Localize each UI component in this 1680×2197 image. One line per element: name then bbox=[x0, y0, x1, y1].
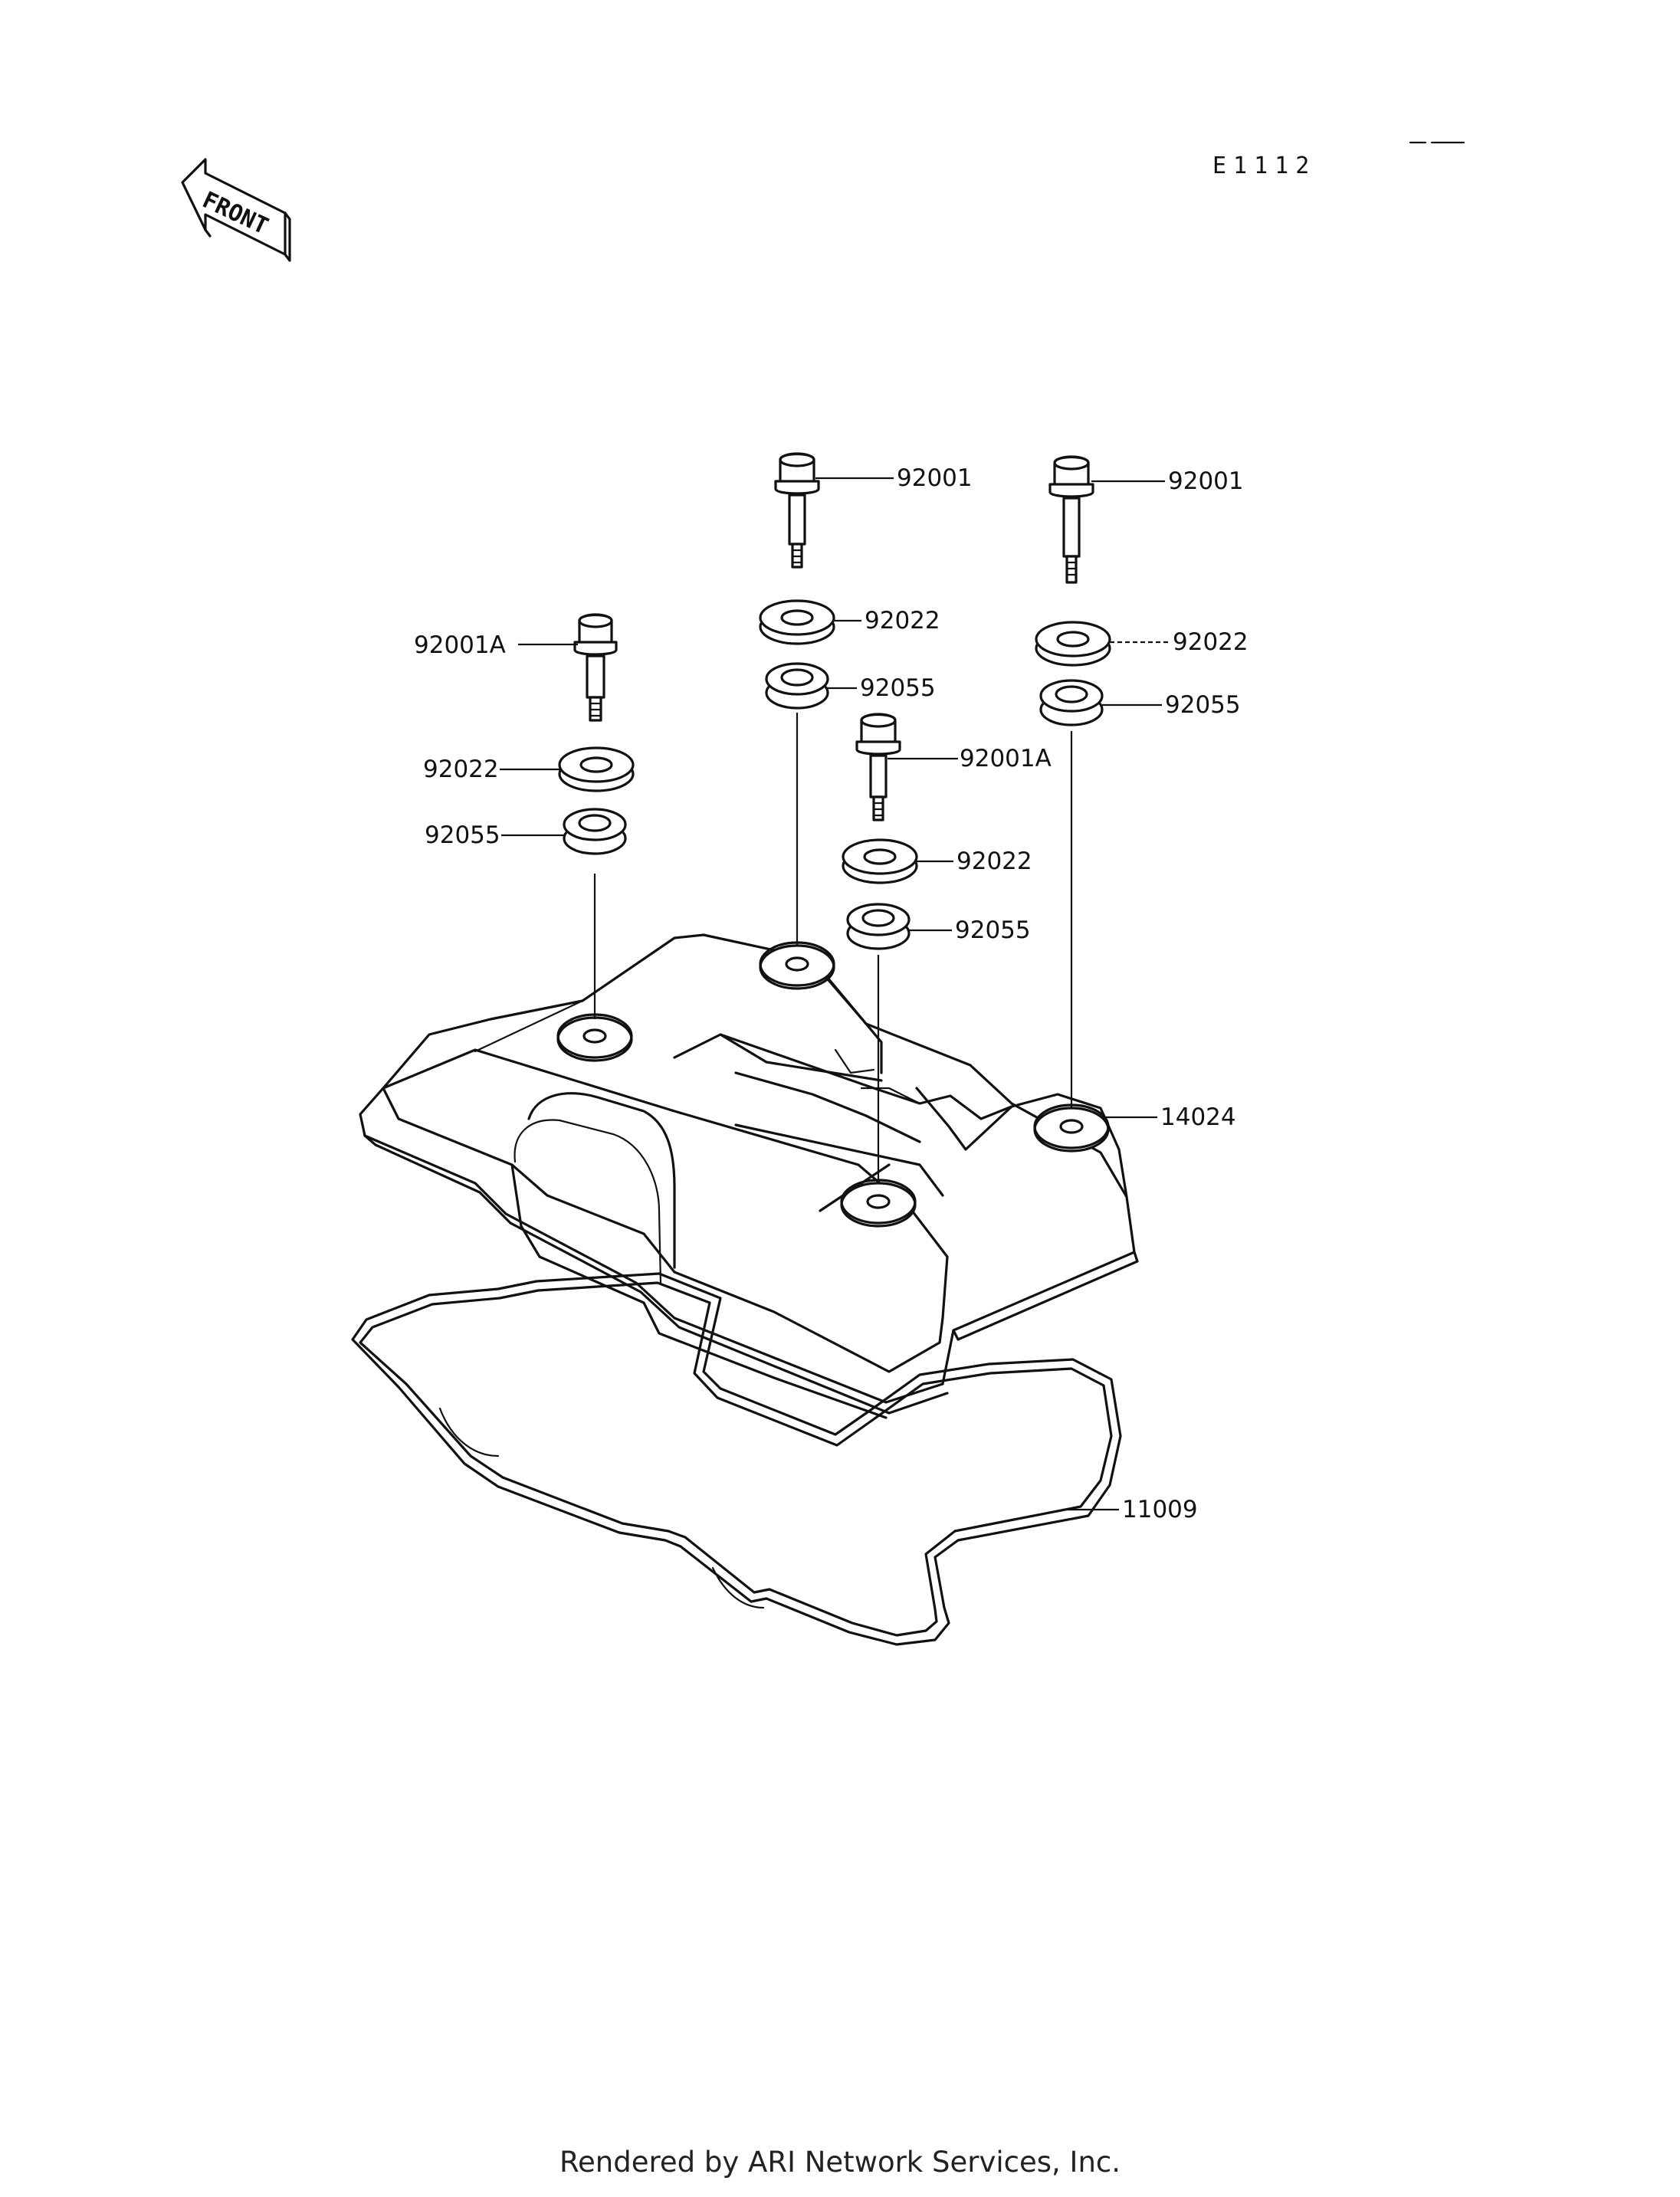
washer-icon bbox=[1035, 621, 1111, 667]
washer-icon bbox=[759, 599, 835, 645]
label-washer-rear-center: 92022 bbox=[865, 607, 940, 635]
footer-credit: Rendered by ARI Network Services, Inc. bbox=[559, 2146, 1121, 2179]
stack-right bbox=[1035, 455, 1111, 726]
label-grommet-rear-left: 92055 bbox=[425, 821, 500, 849]
alignment-lines bbox=[593, 713, 1073, 1183]
cover-hole-rear-left bbox=[556, 1013, 633, 1062]
cover-hole-right bbox=[1033, 1103, 1110, 1153]
grommet-icon bbox=[765, 662, 829, 710]
label-cover: 14024 bbox=[1160, 1103, 1236, 1131]
grommet-icon bbox=[563, 808, 627, 855]
label-bolt-rear-left: 92001A bbox=[414, 631, 506, 659]
head-cover-gasket bbox=[351, 1272, 1122, 1646]
cover-mount-holes bbox=[556, 941, 1110, 1228]
grommet-icon bbox=[1039, 679, 1104, 726]
bolt-icon bbox=[1048, 455, 1094, 584]
stack-front-center bbox=[842, 713, 918, 950]
cover-hole-front-center bbox=[840, 1179, 917, 1228]
stack-rear-center bbox=[759, 452, 835, 710]
diagram-code: E1112 bbox=[1212, 152, 1316, 179]
grommet-icon bbox=[846, 903, 911, 950]
label-grommet-rear-center: 92055 bbox=[860, 674, 936, 702]
stack-rear-left bbox=[558, 613, 635, 855]
label-bolt-front-center: 92001A bbox=[960, 745, 1052, 772]
bolt-icon bbox=[573, 613, 618, 722]
label-gasket: 11009 bbox=[1122, 1496, 1198, 1523]
cover-hole-rear-center bbox=[759, 941, 835, 990]
label-washer-right: 92022 bbox=[1173, 628, 1249, 656]
label-bolt-rear-center: 92001 bbox=[897, 464, 973, 492]
bolt-icon bbox=[774, 452, 820, 569]
label-washer-front-center: 92022 bbox=[956, 848, 1032, 875]
label-grommet-right: 92055 bbox=[1165, 691, 1241, 719]
front-arrow-icon: FRONT bbox=[181, 158, 291, 262]
label-bolt-right: 92001 bbox=[1168, 467, 1244, 495]
washer-icon bbox=[558, 746, 635, 792]
cylinder-head-cover bbox=[359, 933, 1139, 1419]
label-grommet-front-center: 92055 bbox=[955, 917, 1031, 944]
leader-lines bbox=[500, 477, 1170, 1511]
washer-icon bbox=[842, 838, 918, 884]
part-labels: 92001A 92022 92055 92001 92022 92055 920… bbox=[414, 464, 1249, 1523]
bolt-icon bbox=[855, 713, 901, 821]
label-washer-rear-left: 92022 bbox=[423, 756, 499, 783]
